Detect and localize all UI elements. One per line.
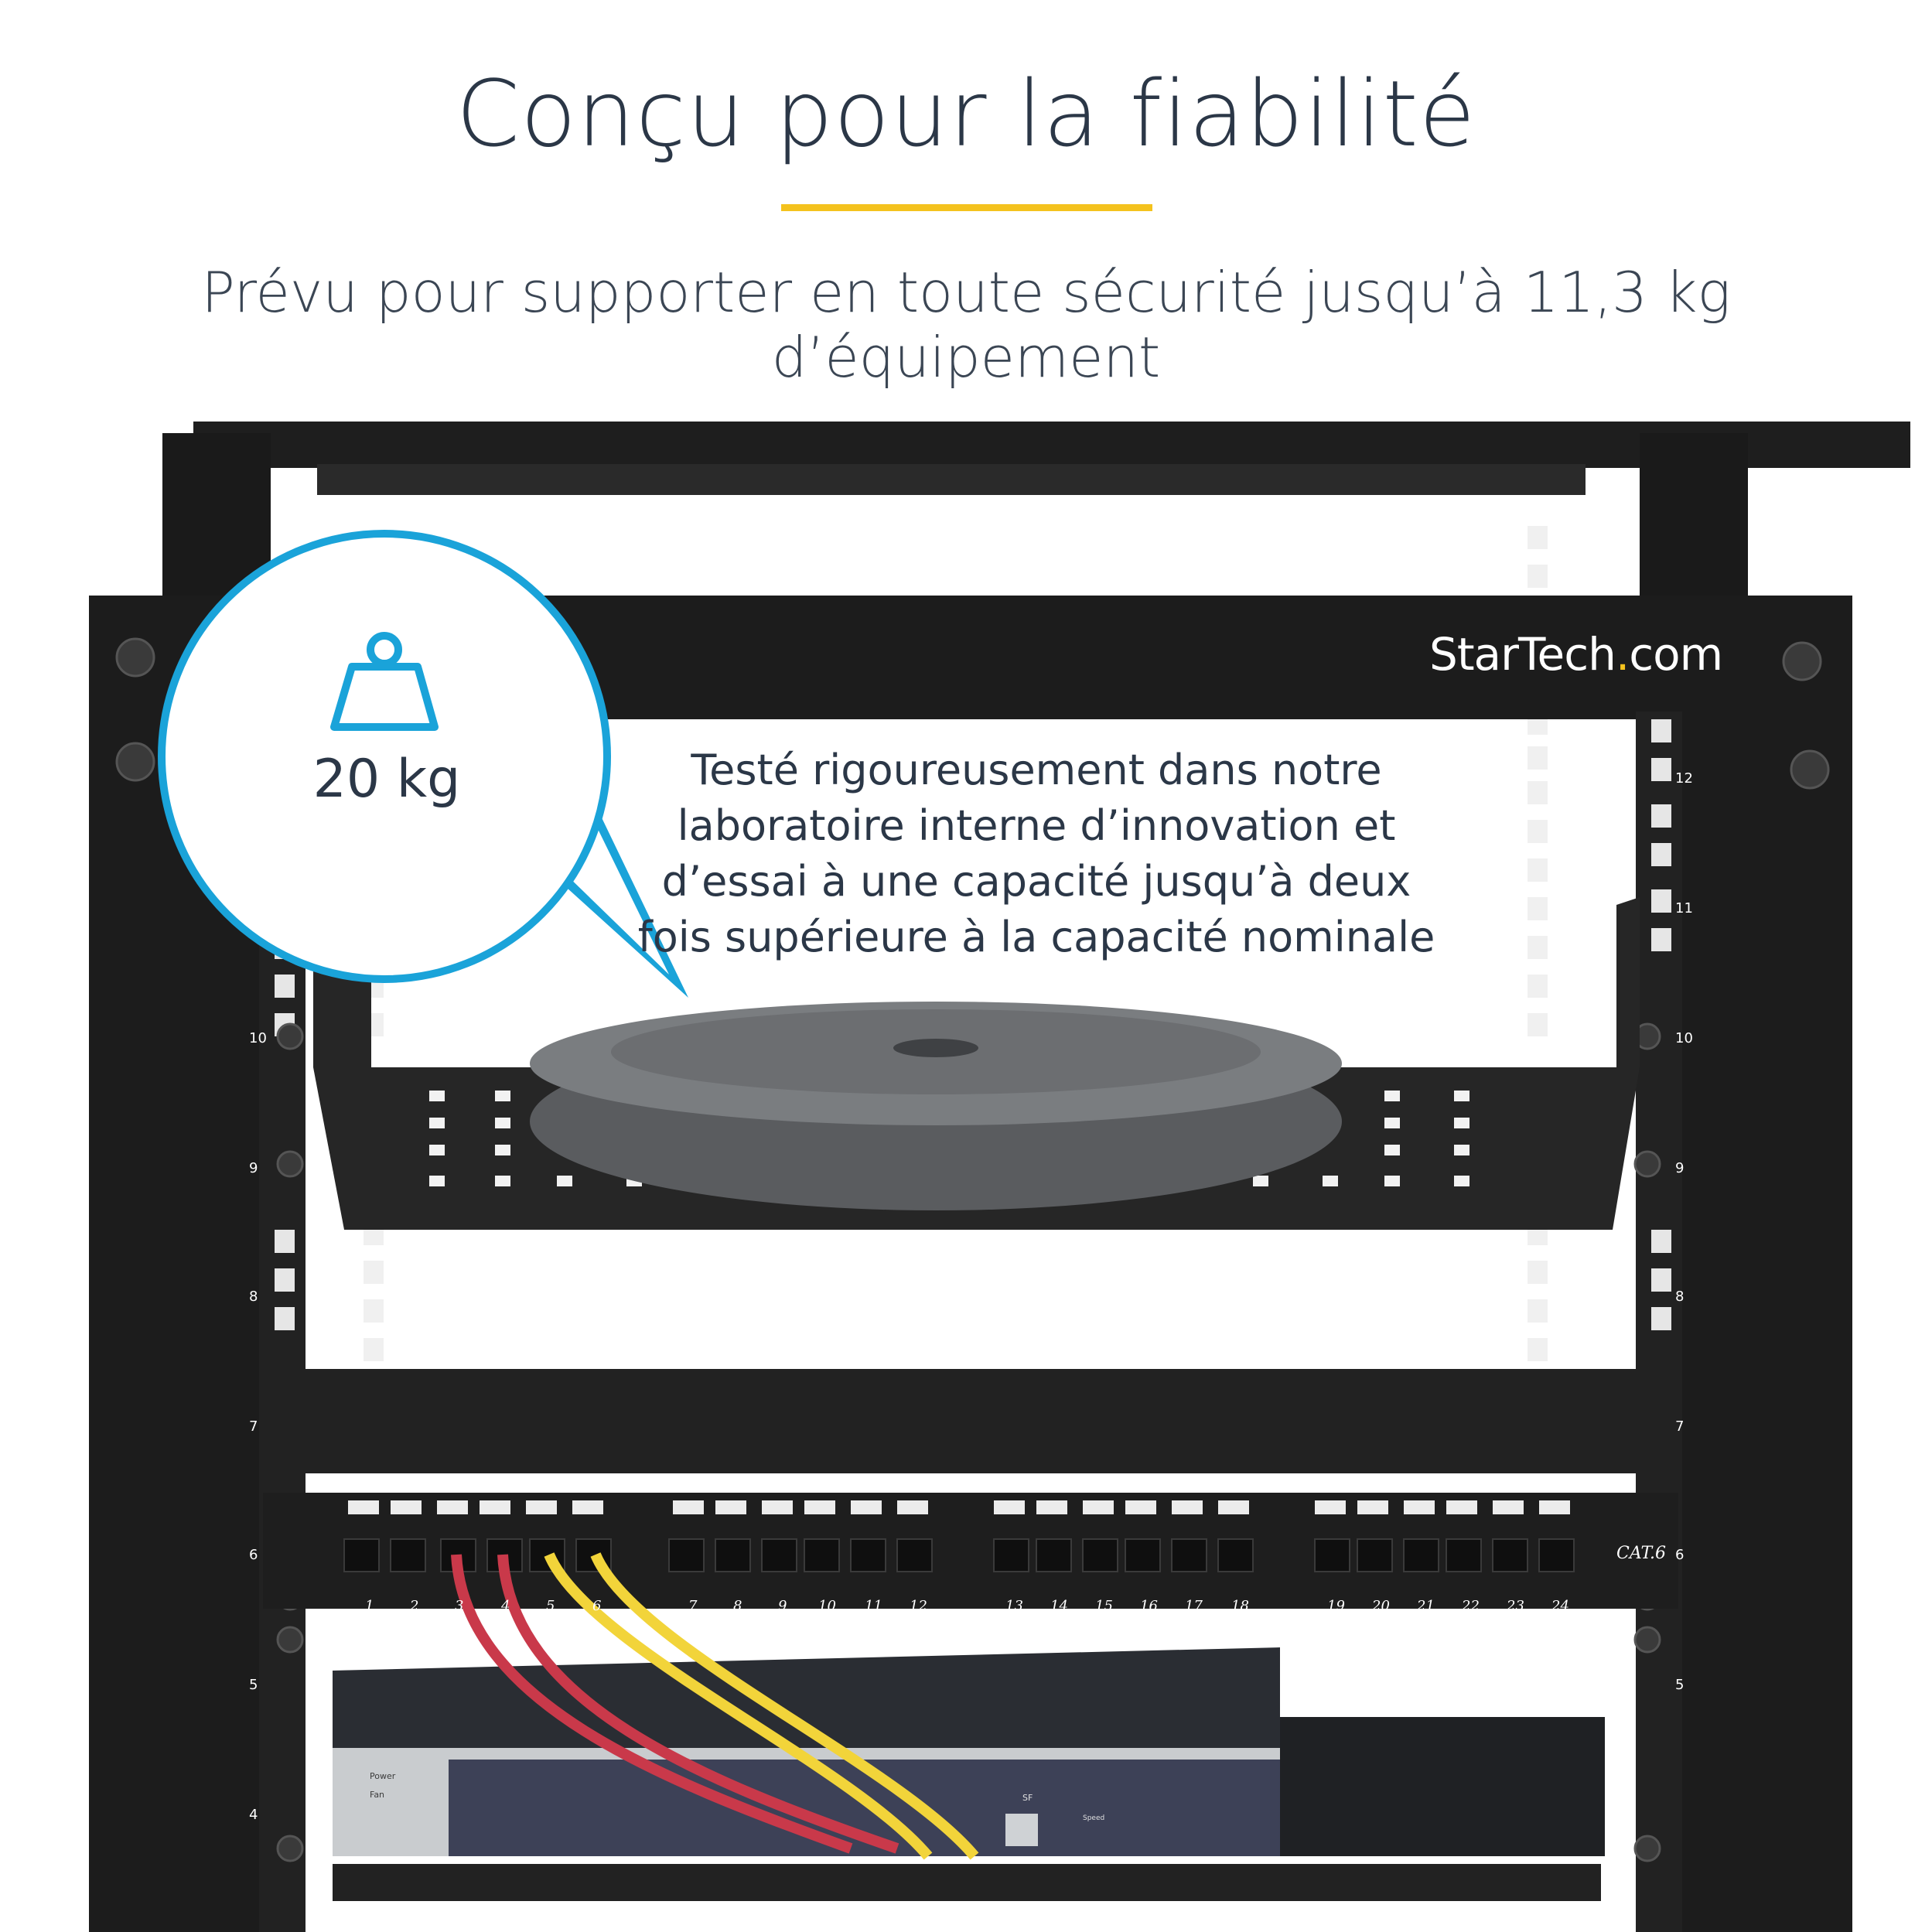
- rack-unit-right-11: 11: [1675, 900, 1693, 917]
- brand-name: StarTech: [1429, 628, 1616, 681]
- page-title: Conçu pour la fiabilité: [456, 60, 1476, 167]
- port-number: 22: [1462, 1598, 1480, 1614]
- port-number: 8: [733, 1598, 742, 1614]
- blank-panel: [263, 1369, 1678, 1473]
- rack-unit-left-9: 9: [249, 1160, 258, 1176]
- port-number: 19: [1327, 1598, 1345, 1614]
- brand-suffix: com: [1629, 628, 1723, 681]
- rack-unit-left-4: 4: [249, 1807, 258, 1823]
- rack-unit-left-8: 8: [249, 1289, 258, 1305]
- port-number: 18: [1231, 1598, 1249, 1614]
- port-number: 9: [778, 1598, 787, 1614]
- port-number: 15: [1095, 1598, 1113, 1614]
- brand-logo: StarTech.com: [1429, 628, 1723, 681]
- rack-unit-right-10: 10: [1675, 1030, 1693, 1046]
- port-number: 11: [865, 1598, 882, 1614]
- yellow-cable-2: [590, 1552, 979, 1860]
- title-underline: [781, 204, 1152, 211]
- rack-unit-right-9: 9: [1675, 1160, 1685, 1176]
- port-number: 4: [501, 1598, 510, 1614]
- weight-value: 20 kg: [312, 749, 461, 810]
- port-number: 23: [1507, 1598, 1524, 1614]
- port-number: 20: [1372, 1598, 1390, 1614]
- port-number: 14: [1050, 1598, 1068, 1614]
- rack-unit-right-6: 6: [1675, 1547, 1685, 1563]
- rack-unit-left-5: 5: [249, 1677, 258, 1693]
- red-cable-1: [451, 1554, 853, 1854]
- red-cable-2: [497, 1554, 899, 1854]
- callout-description: Testé rigoureusement dans notre laborato…: [637, 746, 1435, 961]
- switch-fan-label: Fan: [370, 1790, 385, 1800]
- port-number: 7: [688, 1598, 698, 1614]
- port-number: 1: [365, 1598, 374, 1614]
- port-number: 17: [1185, 1598, 1203, 1614]
- port-number: 2: [410, 1598, 419, 1614]
- switch-power-label: Power: [370, 1771, 396, 1781]
- rack-top-rail-back: [193, 422, 1910, 468]
- port-number: 10: [818, 1598, 836, 1614]
- rack-unit-right-8: 8: [1675, 1289, 1685, 1305]
- port-number: 6: [592, 1598, 602, 1614]
- rack-unit-left-7: 7: [249, 1418, 258, 1435]
- switch-speed-label: Speed: [1083, 1814, 1105, 1822]
- yellow-cable-1: [544, 1552, 933, 1860]
- rack-photo: [0, 402, 1932, 1932]
- callout-circle: [158, 530, 611, 983]
- port-number: 3: [455, 1598, 464, 1614]
- port-number: 21: [1417, 1598, 1435, 1614]
- rack-unit-right-12: 12: [1675, 770, 1693, 787]
- port-number: 12: [910, 1598, 927, 1614]
- port-number: 5: [546, 1598, 555, 1614]
- brand-dot: .: [1615, 628, 1630, 681]
- rack-unit-left-10: 10: [249, 1030, 267, 1046]
- port-number: 24: [1551, 1598, 1569, 1614]
- switch-sfp-label: SF: [1022, 1793, 1033, 1803]
- page-subtitle: Prévu pour supporter en toute sécurité j…: [201, 260, 1731, 390]
- rack-unit-right-5: 5: [1675, 1677, 1685, 1693]
- rack-illustration: [89, 422, 1910, 1932]
- weight-icon: [330, 632, 439, 731]
- port-number: 16: [1140, 1598, 1158, 1614]
- rack-front-post-right: [1682, 596, 1852, 1932]
- port-number: 13: [1005, 1598, 1023, 1614]
- patch-panel-label: CAT.6: [1616, 1544, 1666, 1563]
- rack-unit-left-6: 6: [249, 1547, 258, 1563]
- rack-unit-right-7: 7: [1675, 1418, 1685, 1435]
- rack-unit-left-11: 11: [249, 900, 267, 917]
